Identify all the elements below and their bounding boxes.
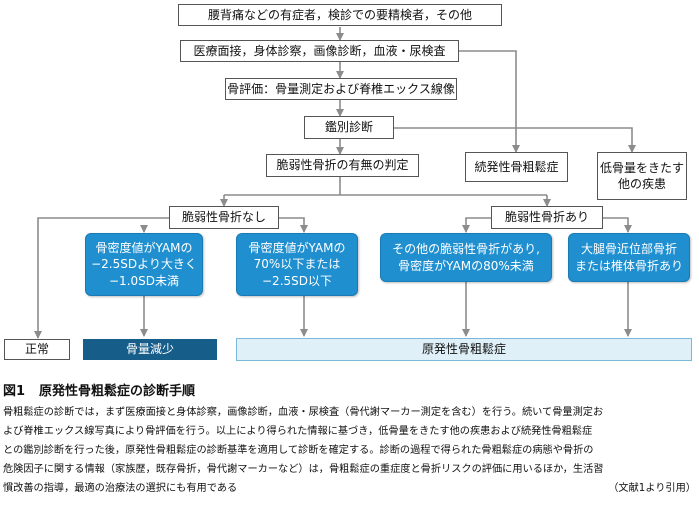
bmd-moderate-line3: −1.0SD未満 (109, 273, 179, 288)
secondary-osteoporosis-box: 続発性骨粗鬆症 (465, 152, 568, 182)
bmd-low-criteria-box: 骨密度値がYAMの 70%以下または −2.5SD以下 (236, 233, 358, 296)
citation: （文献1より引用） (608, 483, 696, 494)
caption-line: よび脊椎エックス線写真により骨評価を行う。以上により得られた情報に基づき，低骨量… (3, 426, 593, 437)
caption-line: 慣改善の指導，最適の治療法の選択にも有用である (3, 483, 238, 494)
normal-result-box: 正常 (4, 339, 70, 360)
with-fracture-box: 脆弱性骨折あり (491, 206, 603, 229)
caption-line: との鑑別診断を行った後，原発性骨粗鬆症の診断基準を適用して診断を確定する。診断の… (3, 445, 594, 456)
figure-title: 図1 原発性骨粗鬆症の診断手順 (3, 382, 696, 402)
osteopenia-result-band: 骨量減少 (83, 339, 217, 360)
bmd-low-line1: 骨密度値がYAMの (248, 241, 346, 256)
other-disease-line2: 他の疾患 (617, 177, 666, 191)
bmd-moderate-criteria-box: 骨密度値がYAMの −2.5SDより大きく −1.0SD未満 (85, 233, 203, 296)
bmd-low-line3: −2.5SD以下 (262, 273, 332, 288)
medical-exam-box: 医療面接，身体診察，画像診断，血液・尿検査 (180, 40, 459, 62)
bone-evaluation-box: 骨評価：骨量測定および脊椎エックス線像 (225, 78, 457, 100)
caption-line: 骨粗鬆症の診断では，まず医療面接と身体診察，画像診断，血液・尿検査（骨代謝マーカ… (3, 407, 604, 418)
figure-title-text: 原発性骨粗鬆症の診断手順 (39, 384, 196, 399)
diagnosis-flowchart: 腰背痛などの有症者，検診での要精検者，その他 医療面接，身体診察，画像診断，血液… (4, 4, 692, 361)
other-fracture-criteria-box: その他の脆弱性骨折があり, 骨密度がYAMの80%未満 (380, 233, 552, 282)
bmd-low-line2: 70%以下または (253, 257, 341, 272)
hip-vertebral-fracture-box: 大腿骨近位部骨折 または椎体骨折あり (568, 233, 690, 282)
hip-fracture-line1: 大腿骨近位部骨折 (580, 242, 677, 257)
connector-lines (34, 27, 636, 339)
other-fracture-line1: その他の脆弱性骨折があり, (392, 242, 540, 257)
caption-line: 危険因子に関する情報（家族歴，既存骨折，骨代謝マーカーなど）は，骨粗鬆症の重症度… (3, 464, 604, 475)
caption-last-line: 慣改善の指導，最適の治療法の選択にも有用である （文献1より引用） (3, 479, 696, 498)
figure-caption: 図1 原発性骨粗鬆症の診断手順 骨粗鬆症の診断では，まず医療面接と身体診察，画像診… (3, 382, 696, 498)
bmd-moderate-line2: −2.5SDより大きく (91, 257, 197, 272)
other-disease-line1: 低骨量をきたす (599, 160, 684, 175)
figure-description: 骨粗鬆症の診断では，まず医療面接と身体診察，画像診断，血液・尿検査（骨代謝マーカ… (3, 403, 696, 498)
figure-number: 図1 (3, 384, 26, 399)
hip-fracture-line2: または椎体骨折あり (574, 258, 683, 273)
other-fracture-line2: 骨密度がYAMの80%未満 (398, 258, 534, 273)
differential-diagnosis-box: 鑑別診断 (304, 116, 394, 139)
fracture-judgement-box: 脆弱性骨折の有無の判定 (266, 154, 419, 177)
no-fracture-box: 脆弱性骨折なし (169, 206, 279, 229)
other-disease-box: 低骨量をきたす 他の疾患 (597, 152, 687, 200)
patients-box: 腰背痛などの有症者，検診での要精検者，その他 (178, 4, 502, 26)
primary-osteoporosis-result-band: 原発性骨粗鬆症 (236, 338, 692, 361)
bmd-moderate-line1: 骨密度値がYAMの (95, 241, 193, 256)
